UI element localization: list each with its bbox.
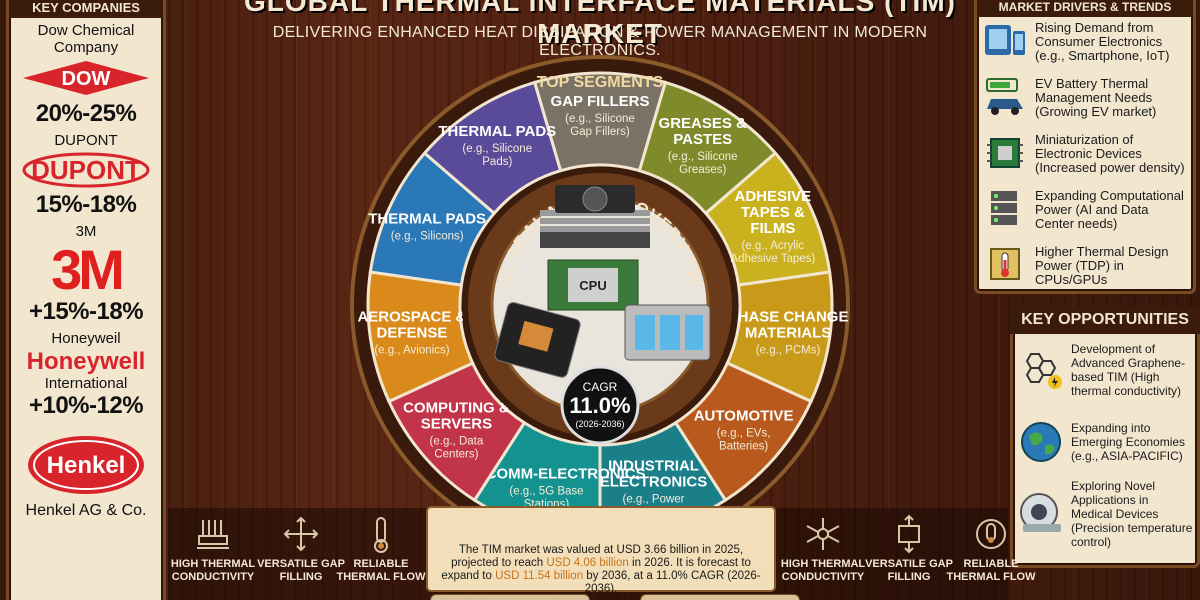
graphene-icon [1025, 353, 1062, 389]
summary-text-1: The TIM market was valued at USD 3.66 bi… [451, 544, 744, 569]
cpu-heatsink-illustration: CPU [494, 185, 711, 378]
opportunity-item: Exploring Novel Applications in Medical … [1013, 478, 1197, 550]
cpu-label: CPU [579, 278, 606, 293]
heatsink-icon [197, 520, 229, 549]
company-name-henkel: Henkel AG & Co. [25, 502, 147, 519]
cagr-period: (2026-2036) [575, 419, 624, 429]
ev-car-icon [986, 78, 1023, 115]
company-name-honeywell: Honeyweil [51, 330, 121, 347]
opportunity-item: Development of Advanced Graphene-based T… [1013, 334, 1197, 406]
summary-value-2026: USD 4.06 billion [546, 557, 629, 569]
3m-logo: 3M [9, 243, 163, 295]
devices-icon [985, 25, 1025, 55]
gap-arrows-icon [283, 516, 319, 552]
gap-arrows-icon [898, 514, 920, 554]
driver-text: Miniaturization of Electronic Devices (I… [1035, 132, 1185, 175]
summary-value-2036: USD 11.54 billion [495, 570, 584, 582]
cagr-value: 11.0% [569, 393, 630, 418]
driver-item: Rising Demand from Consumer Electronics … [977, 17, 1193, 73]
key-companies-panel: KEY COMPANIES Dow Chemical Company DOW 2… [6, 0, 166, 600]
key-companies-header: KEY COMPANIES [9, 0, 163, 18]
opportunity-item: Expanding into Emerging Economies (e.g.,… [1013, 406, 1197, 478]
honeywell-logo-text: Honeywell [27, 348, 146, 375]
segment-slice [422, 80, 563, 216]
thermometer-chip-icon [990, 248, 1020, 280]
driver-text: Higher Thermal Design Power (TDP) in CPU… [1035, 244, 1169, 287]
feature-label: HIGH THERMAL CONDUCTIVITY [170, 558, 256, 583]
market-drivers-header: MARKET DRIVERS & TRENDS [977, 0, 1193, 17]
bottom-tab-right [640, 594, 800, 600]
feature-item: HIGH THERMAL CONDUCTIVITY [168, 514, 258, 584]
feature-item: RELIABLE THERMAL FLOW [336, 514, 426, 584]
market-drivers-panel: MARKET DRIVERS & TRENDS Rising Demand fr… [974, 0, 1196, 294]
driver-item: EV Battery Thermal Management Needs (Gro… [977, 73, 1193, 129]
summary-text-2: in 2026. It is forecast to expand to [441, 557, 751, 582]
honeywell-logo: Honeywell [9, 347, 163, 375]
feature-label: HIGH THERMAL CONDUCTIVITY [780, 558, 866, 583]
driver-item: Higher Thermal Design Power (TDP) in CPU… [977, 241, 1193, 297]
cycle-icon [976, 519, 1006, 549]
driver-text: EV Battery Thermal Management Needs (Gro… [1035, 76, 1157, 119]
3m-logo-text: 3M [51, 243, 121, 295]
driver-item: Expanding Computational Power (AI and Da… [977, 185, 1193, 241]
chip-icon [987, 138, 1023, 168]
opportunity-text: Development of Advanced Graphene-based T… [1071, 342, 1186, 398]
cagr-label: CAGR [583, 380, 618, 394]
molecule-icon [806, 518, 840, 550]
feature-label: RELIABLE THERMAL FLOW [946, 558, 1036, 583]
top-segments-label: TOP SEGMENTS [537, 74, 664, 91]
feature-label: VERSATILE GAP FILLING [865, 558, 953, 583]
feature-item: RELIABLE THERMAL FLOW [946, 514, 1036, 584]
globe-icon [1021, 422, 1061, 462]
feature-item: HIGH THERMAL CONDUCTIVITY [778, 514, 868, 584]
driver-text: Expanding Computational Power (AI and Da… [1035, 188, 1184, 231]
bottom-tab-left [430, 594, 590, 600]
henkel-logo-text: Henkel [47, 452, 126, 479]
summary-text-3: by 2036, at a 11.0% CAGR (2026-2036). [583, 570, 761, 595]
server-icon [991, 191, 1017, 225]
dupont-logo: DUPONT [9, 152, 163, 188]
company-name-dupont: DUPONT [54, 132, 118, 149]
page-subtitle: DELIVERING ENHANCED HEAT DISSIPATION & P… [272, 24, 928, 59]
company-share-dow: 20%-25% [35, 100, 137, 127]
driver-item: Miniaturization of Electronic Devices (I… [977, 129, 1193, 185]
company-name-honeywell-line2: International [44, 375, 128, 392]
dow-logo: DOW [9, 59, 163, 97]
mri-icon [1020, 493, 1061, 532]
opportunity-text: Expanding into Emerging Economies (e.g.,… [1071, 421, 1186, 463]
feature-label: RELIABLE THERMAL FLOW [336, 558, 426, 583]
feature-item: VERSATILE GAP FILLING [256, 514, 346, 584]
feature-label: VERSATILE GAP FILLING [257, 558, 345, 583]
market-summary-box: The TIM market was valued at USD 3.66 bi… [426, 506, 776, 595]
key-opportunities-panel: KEY OPPORTUNITIES Development of Advance… [1010, 306, 1200, 568]
feature-item: VERSATILE GAP FILLING [864, 514, 954, 584]
segment-label: AUTOMOTIVE(e.g., EVs,Batteries) [694, 407, 794, 452]
dupont-logo-text: DUPONT [31, 155, 141, 185]
segment-label: THERMAL PADS(e.g., Silicons) [368, 211, 486, 243]
opportunity-text: Exploring Novel Applications in Medical … [1071, 479, 1193, 549]
cagr-badge [560, 365, 640, 445]
thermometer-icon [374, 517, 388, 553]
company-name-3m: 3M [75, 223, 97, 240]
company-name-dow: Dow Chemical Company [37, 22, 135, 56]
segment-label: AEROSPACE &DEFENSE(e.g., Avionics) [357, 309, 466, 357]
dow-logo-text: DOW [62, 68, 111, 90]
driver-text: Rising Demand from Consumer Electronics … [1035, 20, 1170, 63]
company-share-dupont: 15%-18% [35, 191, 137, 218]
company-share-honeywell: +10%-12% [28, 392, 144, 419]
page-title: GLOBAL THERMAL INTERFACE MATERIALS (TIM)… [244, 0, 956, 49]
key-opportunities-header: KEY OPPORTUNITIES [1010, 306, 1200, 334]
company-share-3m: +15%-18% [28, 298, 144, 325]
henkel-logo: Henkel [9, 434, 163, 496]
